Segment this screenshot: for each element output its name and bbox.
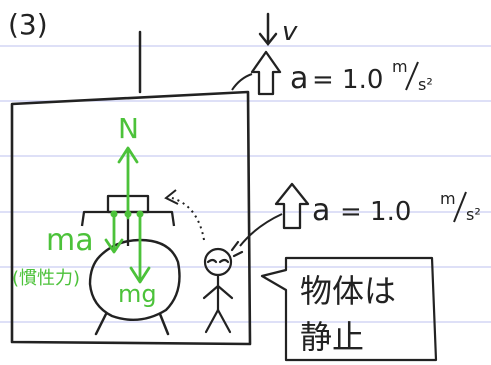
note-line-2: 静止 bbox=[300, 318, 364, 356]
elevator-accel-unit-num: m bbox=[392, 57, 408, 76]
elevator-accel-unit-den: s² bbox=[418, 75, 433, 94]
observer-accel-unit-den: s² bbox=[466, 205, 481, 224]
force-application-points bbox=[110, 210, 144, 218]
observer-pointer-line bbox=[239, 213, 283, 247]
problem-label: (3) bbox=[8, 8, 48, 41]
observer-accel-arrow-icon bbox=[274, 182, 310, 230]
observer-accel-unit-slash bbox=[453, 191, 467, 223]
normal-force-arrowhead bbox=[117, 146, 139, 164]
velocity-down-arrow bbox=[258, 12, 278, 47]
elevator-accel-unit-slash bbox=[405, 61, 419, 91]
normal-force-label: N bbox=[118, 112, 139, 145]
observer-accel-value: = 1.0 bbox=[340, 197, 411, 227]
elevator-accel-symbol: a bbox=[290, 61, 308, 96]
note-line-1: 物体は bbox=[300, 272, 396, 310]
observation-arrowhead bbox=[164, 189, 179, 205]
gravity-label: mg bbox=[118, 280, 157, 308]
elevator-pointer-hook bbox=[231, 73, 253, 91]
object-legs bbox=[94, 312, 170, 336]
observer-accel-symbol: a bbox=[312, 193, 330, 228]
gravity-arrowhead bbox=[129, 266, 151, 284]
elevator-accel-arrow-icon bbox=[250, 50, 282, 96]
force-arrows bbox=[104, 146, 151, 284]
observer-accel-unit-num: m bbox=[440, 189, 456, 208]
inertial-force-label: ma bbox=[46, 223, 94, 258]
note-bubble bbox=[260, 256, 438, 362]
velocity-label: v bbox=[282, 17, 298, 47]
observer-figure bbox=[202, 240, 244, 334]
elevator-box bbox=[10, 90, 252, 346]
elevator-accel-value: = 1.0 bbox=[312, 65, 383, 95]
inertial-force-note: (慣性力) bbox=[12, 268, 80, 289]
inertial-force-arrowhead bbox=[104, 238, 124, 254]
